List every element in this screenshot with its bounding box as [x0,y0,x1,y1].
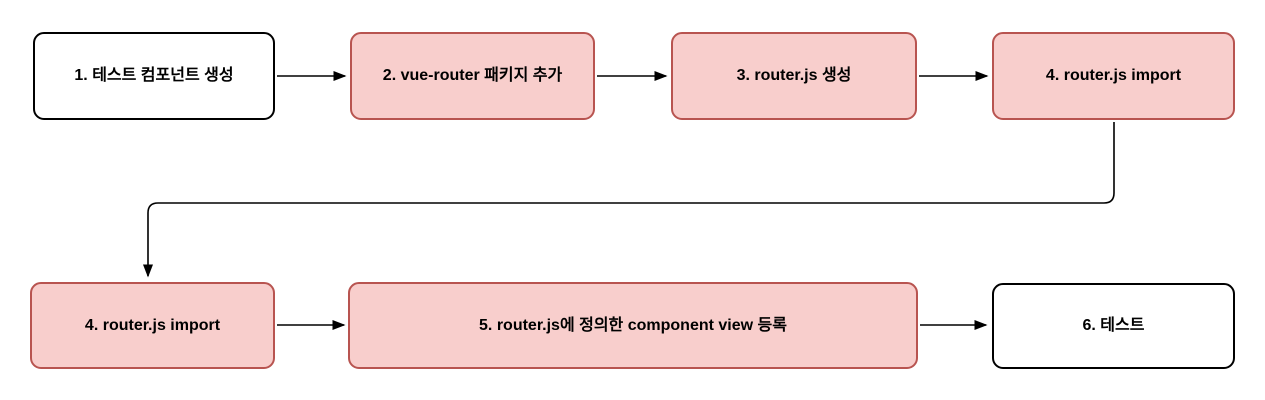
flow-node-step-4-repeat-label: 4. router.js import [84,316,221,334]
flow-node-step-5-label: 5. router.js에 정의한 component view 등록 [479,316,787,334]
flow-node-step-1-label: 1. 테스트 컴포넌트 생성 [74,67,234,85]
arrow-step4-to-step4-repeat [143,122,1115,278]
flow-node-step-1: 1. 테스트 컴포넌트 생성 [33,32,275,120]
flow-node-step-6-label: 6. 테스트 [1082,317,1145,335]
flow-node-step-2-label: 2. vue-router 패키지 추가 [382,67,563,85]
flow-node-step-6: 6. 테스트 [992,283,1235,369]
flow-node-step-5: 5. router.js에 정의한 component view 등록 [348,282,918,369]
flow-node-step-3: 3. router.js 생성 [671,32,917,120]
flow-node-step-2: 2. vue-router 패키지 추가 [350,32,595,120]
flow-node-step-4-label: 4. router.js import [1045,67,1182,85]
flow-node-step-4-repeat: 4. router.js import [30,282,275,369]
flow-node-step-3-label: 3. router.js 생성 [736,67,852,85]
flow-node-step-4: 4. router.js import [992,32,1235,120]
